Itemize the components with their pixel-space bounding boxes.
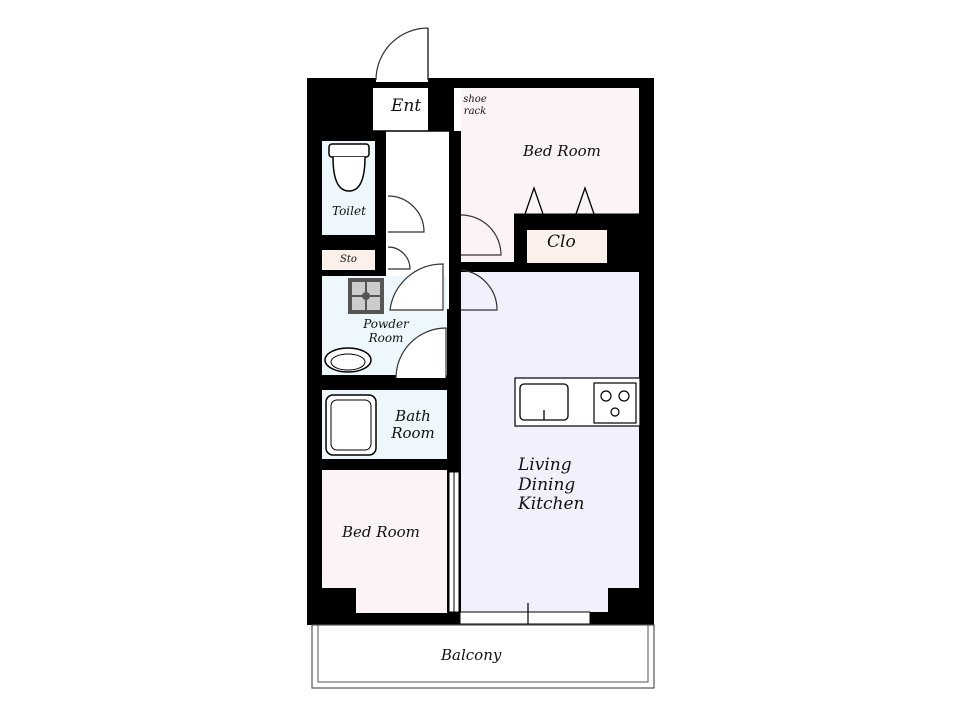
entrance-floor bbox=[373, 88, 428, 131]
kitchen-counter bbox=[514, 377, 641, 427]
label-shoe-rack-line2: rack bbox=[463, 105, 487, 117]
column-se bbox=[608, 588, 642, 616]
label-ldk-line1: Living bbox=[518, 455, 572, 475]
label-ldk: Living Dining Kitchen bbox=[518, 455, 585, 515]
label-bath-room: Bath Room bbox=[387, 407, 439, 443]
label-ldk-line3: Kitchen bbox=[518, 494, 585, 515]
balcony-inner bbox=[317, 624, 649, 683]
washbasin-icon bbox=[324, 347, 372, 373]
bed-room-north-floor bbox=[461, 88, 639, 215]
bedroom-north-door bbox=[460, 214, 502, 256]
entrance-door-gap bbox=[376, 76, 428, 82]
closet-floor bbox=[527, 230, 607, 263]
shoe-rack-door bbox=[436, 89, 449, 125]
bath-door bbox=[395, 327, 447, 379]
label-powder-room-line1: Powder bbox=[363, 317, 409, 331]
column-nw bbox=[322, 88, 362, 133]
column-closet bbox=[608, 230, 640, 268]
label-storage: Sto bbox=[340, 254, 357, 265]
label-shoe-rack: shoe rack bbox=[458, 94, 492, 117]
bed-room-north-floor-lower bbox=[461, 215, 514, 262]
stove-icon bbox=[593, 382, 637, 424]
ldk-door bbox=[460, 269, 498, 311]
label-powder-room-line2: Room bbox=[368, 330, 404, 345]
label-bed-room-south: Bed Room bbox=[342, 523, 420, 541]
storage-floor bbox=[322, 250, 375, 270]
label-balcony: Balcony bbox=[441, 646, 502, 664]
powder-room-door-a bbox=[389, 263, 444, 311]
ldk-floor bbox=[461, 272, 639, 612]
label-entrance: Ent bbox=[391, 96, 422, 116]
column-sw bbox=[322, 588, 356, 616]
label-shoe-rack-line1: shoe bbox=[463, 94, 487, 105]
label-bath-room-line2: Room bbox=[391, 424, 435, 443]
label-bath-room-line1: Bath bbox=[395, 407, 431, 425]
balcony-window bbox=[459, 611, 591, 625]
closet-folding-doors bbox=[524, 186, 595, 215]
label-powder-room: Powder Room bbox=[358, 317, 414, 346]
label-ldk-line2: Dining bbox=[518, 474, 576, 495]
entrance-door-swing bbox=[375, 27, 429, 81]
bathtub-icon bbox=[325, 394, 377, 456]
storage-door bbox=[387, 246, 411, 270]
label-toilet: Toilet bbox=[332, 204, 366, 218]
kitchen-sink-icon bbox=[519, 383, 569, 421]
washing-machine-drain-icon bbox=[348, 278, 384, 314]
label-bed-room-north: Bed Room bbox=[523, 142, 601, 160]
balcony-outline bbox=[311, 624, 655, 689]
toilet-door bbox=[387, 195, 425, 233]
label-closet: Clo bbox=[547, 232, 576, 252]
toilet-icon bbox=[328, 143, 370, 192]
